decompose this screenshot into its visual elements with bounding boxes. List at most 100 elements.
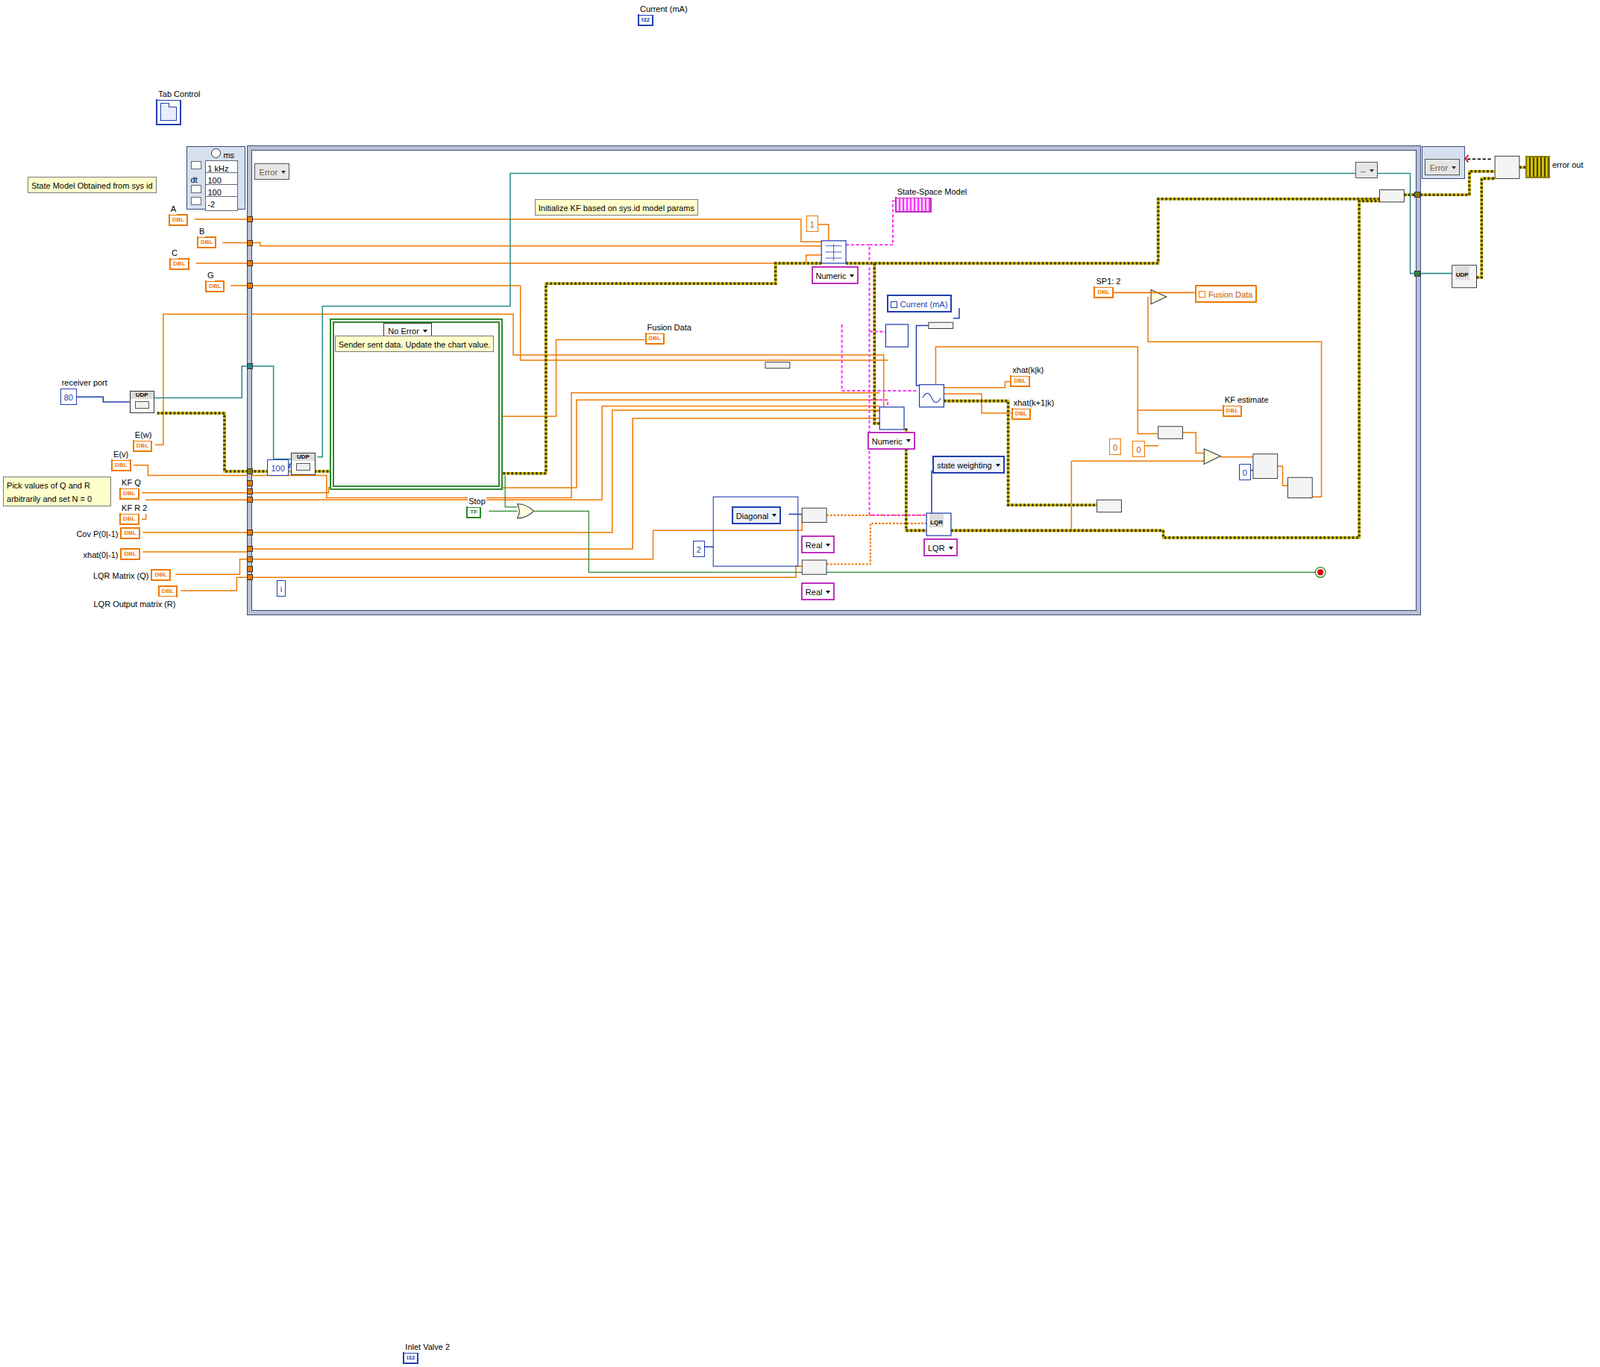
error-wire (1519, 166, 1526, 170)
timed-loop-input-wrap: -2 (205, 196, 238, 212)
term-node: Current (mA)I32 (637, 14, 654, 27)
ring-text: Real (805, 587, 823, 597)
constant-value: 0 (1112, 443, 1118, 453)
node-label: Stop (468, 496, 486, 506)
node-label: LQR Output matrix (R) (93, 599, 176, 609)
local-icon (890, 301, 898, 309)
loop-tunnel (246, 574, 253, 581)
error-wire (943, 401, 1097, 506)
cluster-wire (869, 200, 896, 245)
timed-loop-input: ms (223, 150, 235, 160)
ring-node: Numeric (867, 431, 916, 450)
udp-close-vi (1452, 265, 1477, 288)
node-label-wrap: A (170, 201, 177, 215)
wire (180, 566, 802, 591)
constant-value: 80 (64, 393, 74, 403)
data-type: DBL (1015, 410, 1028, 418)
dropdown-arrow (825, 543, 831, 547)
wire (141, 405, 880, 520)
ss-model-glyph (825, 243, 843, 262)
data-type: DBL (648, 334, 661, 343)
timed-loop-input: -2 (207, 199, 215, 209)
term-node: Inlet Valve 2I32 (402, 1352, 419, 1365)
ring-node: state weighting (932, 455, 1005, 474)
node-label-wrap: Current (mA) (639, 1, 689, 15)
term-node: LQR Output matrix (R)DBL (158, 585, 178, 598)
node-label: error out (1552, 160, 1584, 170)
ring-node: LQR (923, 538, 958, 557)
const-node: 100 (267, 459, 288, 476)
case-selector: No Error (387, 326, 420, 336)
term-node: SP1: 2DBL (1093, 286, 1113, 299)
wire (141, 399, 880, 493)
icon-text: UDP (291, 453, 315, 461)
timed-loop-input: dt (190, 175, 197, 185)
dropdown-arrow (995, 463, 1001, 467)
cmt-node: State Model Obtained from sys id (27, 176, 157, 194)
data-type: TF (469, 508, 478, 517)
data-type: DBL (114, 461, 127, 470)
constant-value: 0 (1136, 445, 1141, 455)
node-label-wrap: LQR Output matrix (R) (92, 596, 177, 611)
node-label-wrap: State-Space Model (896, 184, 969, 198)
local-node: Fusion Data (1194, 284, 1257, 303)
data-type: DBL (123, 550, 136, 558)
node-label-wrap: xhat(0|-1) (82, 547, 120, 561)
cluster-wire (842, 324, 919, 391)
const-node: 1 (806, 215, 819, 232)
loop-tunnel (246, 260, 253, 267)
dropdown-arrow (948, 546, 954, 550)
selector-text: -- (1360, 166, 1366, 176)
tab-glyph-tab (160, 102, 170, 108)
loop-node: ms1 kHzdt100100-2Error--ErrorInitialize … (247, 146, 1466, 615)
icon-glyph (135, 401, 150, 409)
node-label: Tab Control (158, 89, 200, 99)
node-label: C (171, 248, 178, 258)
node-label: E(v) (113, 449, 129, 459)
data-type: DBL (123, 490, 136, 498)
wire (155, 314, 884, 445)
data-type: I32 (641, 16, 650, 24)
data-type: DBL (1226, 407, 1239, 415)
case-node: No ErrorSender sent data. Update the cha… (329, 318, 504, 491)
term-node: Cov P(0|-1)DBL (120, 527, 140, 540)
data-type: DBL (172, 216, 185, 224)
const-node: receiver port80 (60, 388, 77, 406)
sel-node: -- (1355, 161, 1378, 179)
constant-value: 2 (696, 545, 702, 555)
data-type: I32 (406, 1354, 415, 1363)
node-label-wrap: C (170, 245, 179, 259)
icon-node: UDP (290, 452, 316, 476)
sel-node: Error (1424, 158, 1460, 176)
const-node: 2 (692, 540, 705, 558)
comment-text: State Model Obtained from sys id (31, 181, 153, 191)
icon-text: UDP (130, 391, 154, 400)
input-row-icon (190, 161, 202, 170)
kf-update-vi (885, 324, 908, 347)
error-wire (943, 401, 1097, 506)
ring-text: LQR (927, 543, 946, 553)
loop-tunnel (246, 363, 253, 370)
term-node: KF QDBL (119, 487, 139, 500)
local-variable-name: Fusion Data (1208, 290, 1253, 300)
node-label: E(w) (135, 430, 153, 440)
wire (222, 243, 822, 247)
node-label: KF Q (121, 478, 141, 488)
node-label-wrap: SP1: 2 (1095, 273, 1122, 288)
kf-vi (879, 407, 905, 430)
wire (943, 393, 1011, 414)
wire (194, 219, 822, 242)
array-function (1287, 477, 1313, 498)
cluster-wire (845, 244, 927, 516)
loop-tunnel (246, 240, 253, 247)
loop-tunnel (246, 566, 253, 573)
node-label: xhat(0|-1) (83, 550, 119, 560)
matrix-constructor (801, 507, 827, 523)
dropdown-arrow (422, 329, 428, 333)
node-label: Inlet Valve 2 (405, 1342, 450, 1352)
timed-loop-input-wrap: dt (190, 172, 197, 186)
enum-wire (930, 470, 933, 514)
node-label-wrap: E(v) (112, 446, 130, 461)
wire (196, 255, 823, 264)
tab-node: Tab Control (155, 99, 182, 126)
